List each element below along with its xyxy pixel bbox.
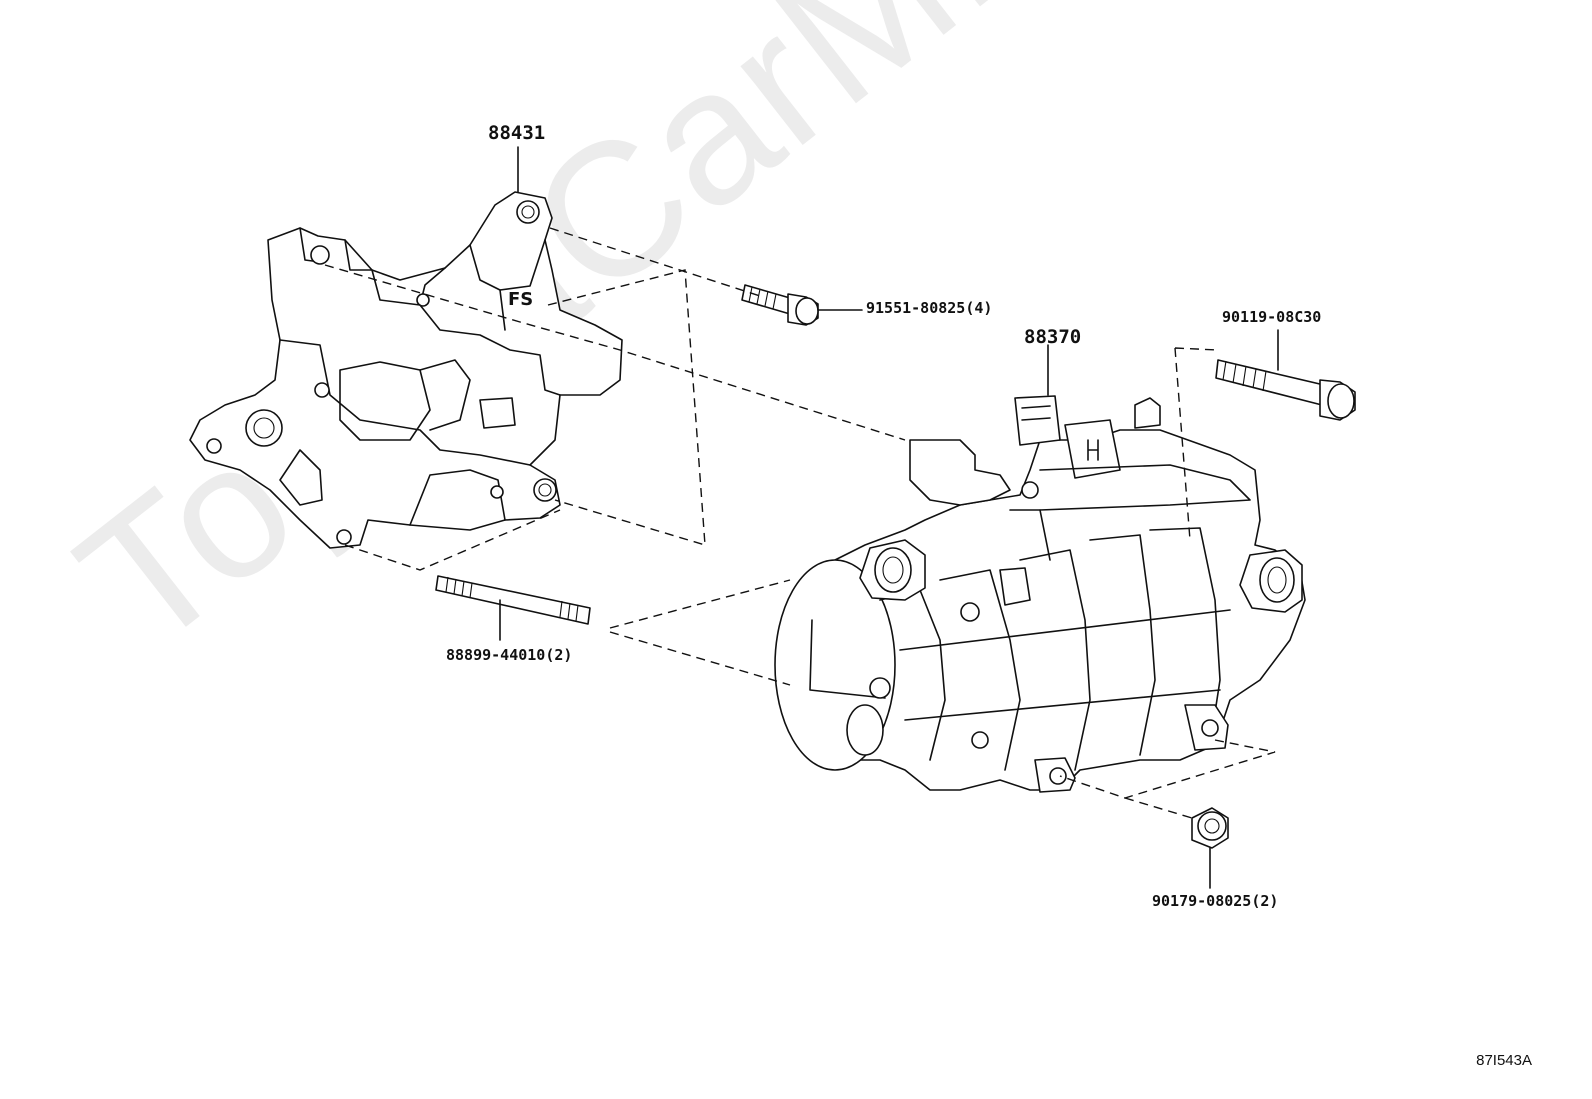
- bracket-88431: FS: [189, 191, 623, 549]
- bracket-marking: FS: [508, 289, 533, 310]
- compressor-88370: [774, 344, 1306, 793]
- nut-90179: [1191, 807, 1229, 889]
- label-88370: 88370: [1024, 326, 1082, 348]
- illustration-code: 87I543A: [1476, 1052, 1532, 1069]
- stud-88899: [435, 575, 591, 641]
- bolt-91551: [741, 284, 863, 326]
- label-90179-08025: 90179-08025(2): [1152, 892, 1279, 910]
- assembly-lines: [324, 227, 1276, 819]
- label-88899-44010: 88899-44010(2): [446, 646, 573, 664]
- label-88431: 88431: [488, 122, 546, 144]
- label-91551-80825: 91551-80825(4): [866, 299, 993, 317]
- label-90119-08C30: 90119-08C30: [1222, 308, 1322, 326]
- bolt-90119: [1215, 329, 1356, 421]
